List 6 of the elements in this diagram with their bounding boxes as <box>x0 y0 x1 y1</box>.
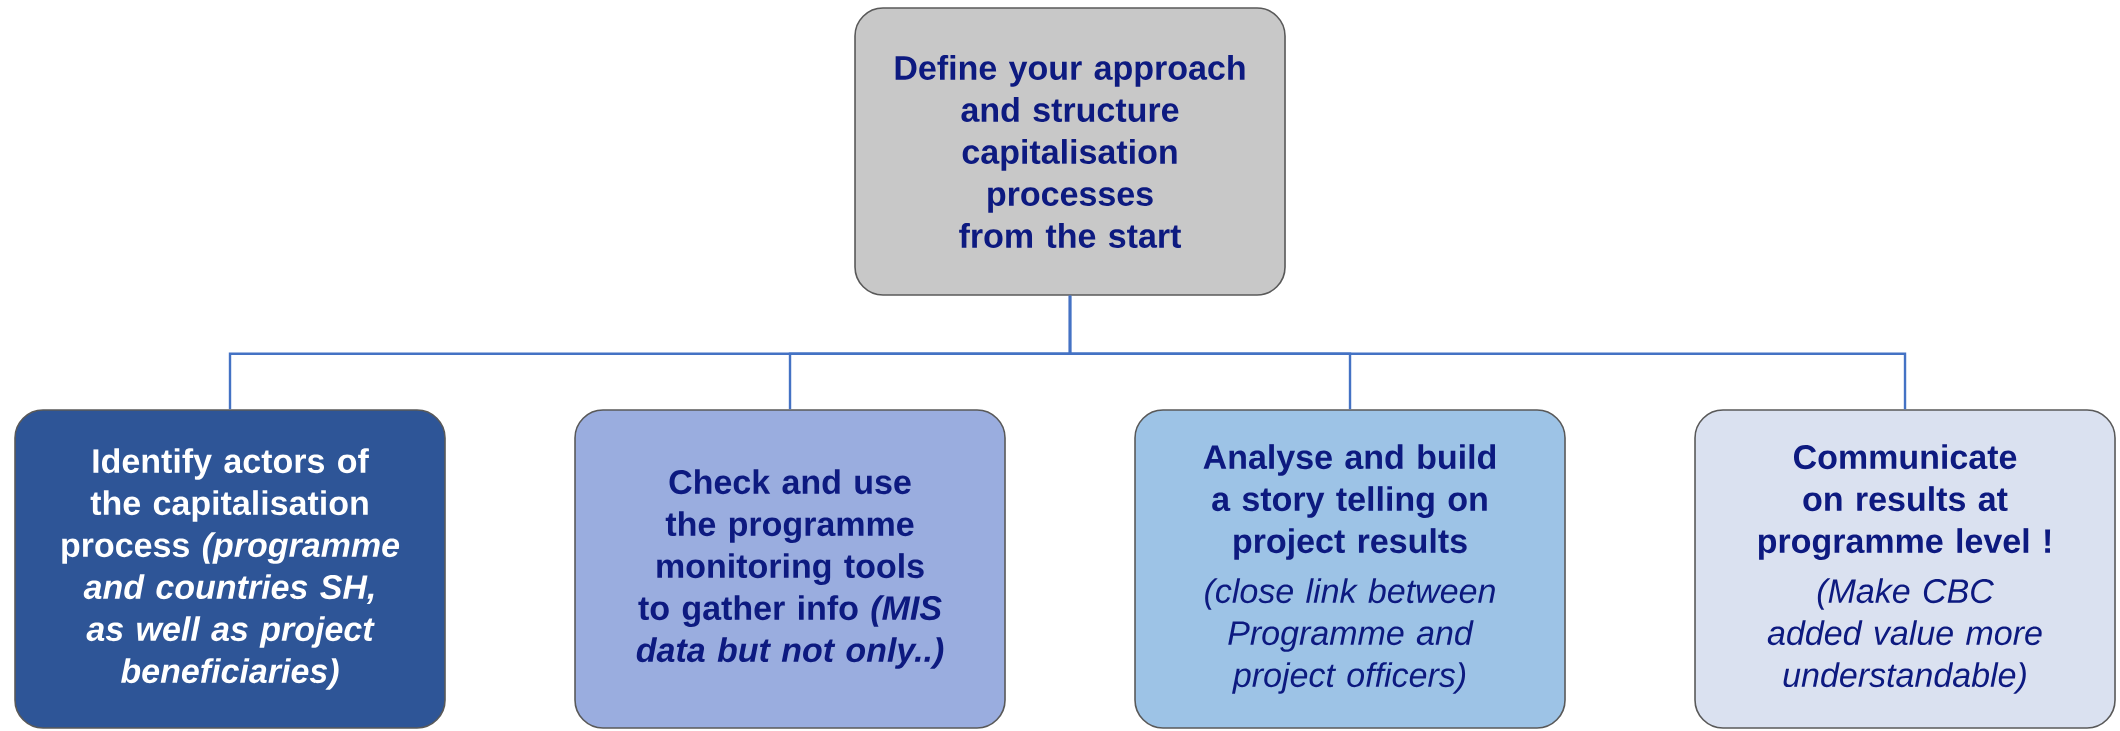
process-box: Check and use the programme monitoring tools to gather info (MIS data but not only..) <box>574 409 1006 729</box>
process-box: Define your approach and structure capitalisation processes from the start <box>854 7 1286 296</box>
process-box: Analyse and build a story telling on project results (close link between Programme and project officers) <box>1134 409 1566 729</box>
connector <box>1068 295 1907 410</box>
process-box: Identify actors of the capitalisation process (programme and countries SH, as well as project beneficiaries) <box>14 409 446 729</box>
process-box: Communicate on results at programme level ! (Make CBC added value more understandable) <box>1694 409 2116 729</box>
